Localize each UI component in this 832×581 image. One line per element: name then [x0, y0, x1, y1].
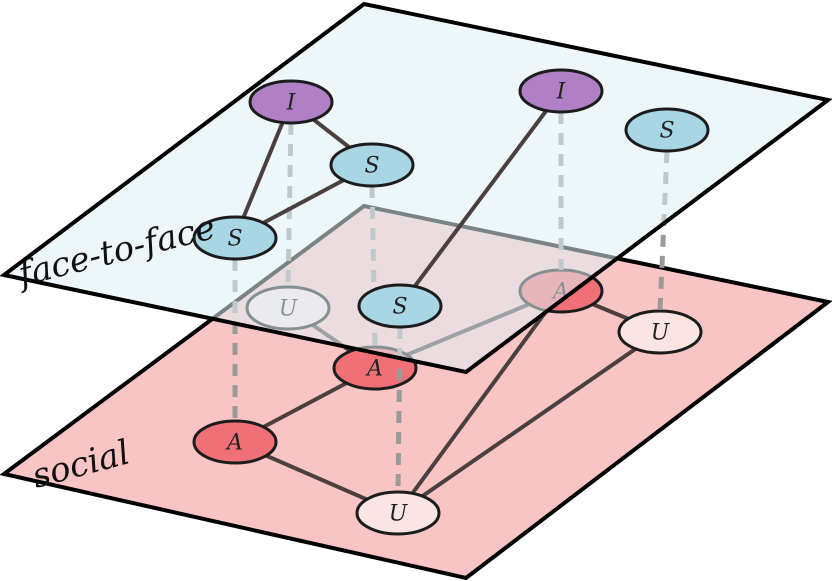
- face-to-face-layer-nodes: I S S I S S: [192, 68, 710, 329]
- social-node-label: A: [225, 431, 243, 456]
- social-node-shape: [355, 490, 441, 536]
- social-edge-b6-b4: [396, 330, 662, 515]
- face-to-face-node-shape: [624, 107, 710, 153]
- face-to-face-edge-t4-t5: [398, 89, 563, 308]
- face-to-face-node-s: S: [357, 283, 443, 329]
- face-to-face-layer-plane: [0, 1, 832, 375]
- face-to-face-node-label: I: [556, 80, 567, 105]
- face-to-face-node-shape: [357, 283, 443, 329]
- face-to-face-node-shape: [518, 68, 604, 114]
- social-edge-b5-b6: [396, 289, 563, 515]
- social-node-u: U: [355, 490, 441, 536]
- social-node-label: U: [651, 321, 671, 346]
- face-to-face-node-shape: [329, 142, 415, 188]
- face-to-face-node-label: S: [227, 227, 242, 252]
- face-to-face-node-i: I: [248, 79, 334, 125]
- face-to-face-node-label: S: [392, 295, 407, 320]
- face-to-face-node-s: S: [624, 107, 710, 153]
- social-node-a: A: [192, 419, 278, 465]
- face-to-face-node-i: I: [518, 68, 604, 114]
- social-node-shape: [192, 419, 278, 465]
- face-to-face-node-label: I: [286, 91, 297, 116]
- face-to-face-node-shape: [192, 215, 278, 261]
- social-node-shape: [617, 309, 703, 355]
- face-to-face-node-s: S: [192, 215, 278, 261]
- social-node-label: A: [365, 357, 383, 382]
- face-to-face-node-label: S: [364, 154, 379, 179]
- social-node-u: U: [617, 309, 703, 355]
- social-node-label: U: [389, 502, 409, 527]
- face-to-face-node-label: S: [659, 119, 674, 144]
- face-to-face-edge-t1-t3: [233, 100, 293, 240]
- face-to-face-node-shape: [248, 79, 334, 125]
- face-to-face-node-s: S: [329, 142, 415, 188]
